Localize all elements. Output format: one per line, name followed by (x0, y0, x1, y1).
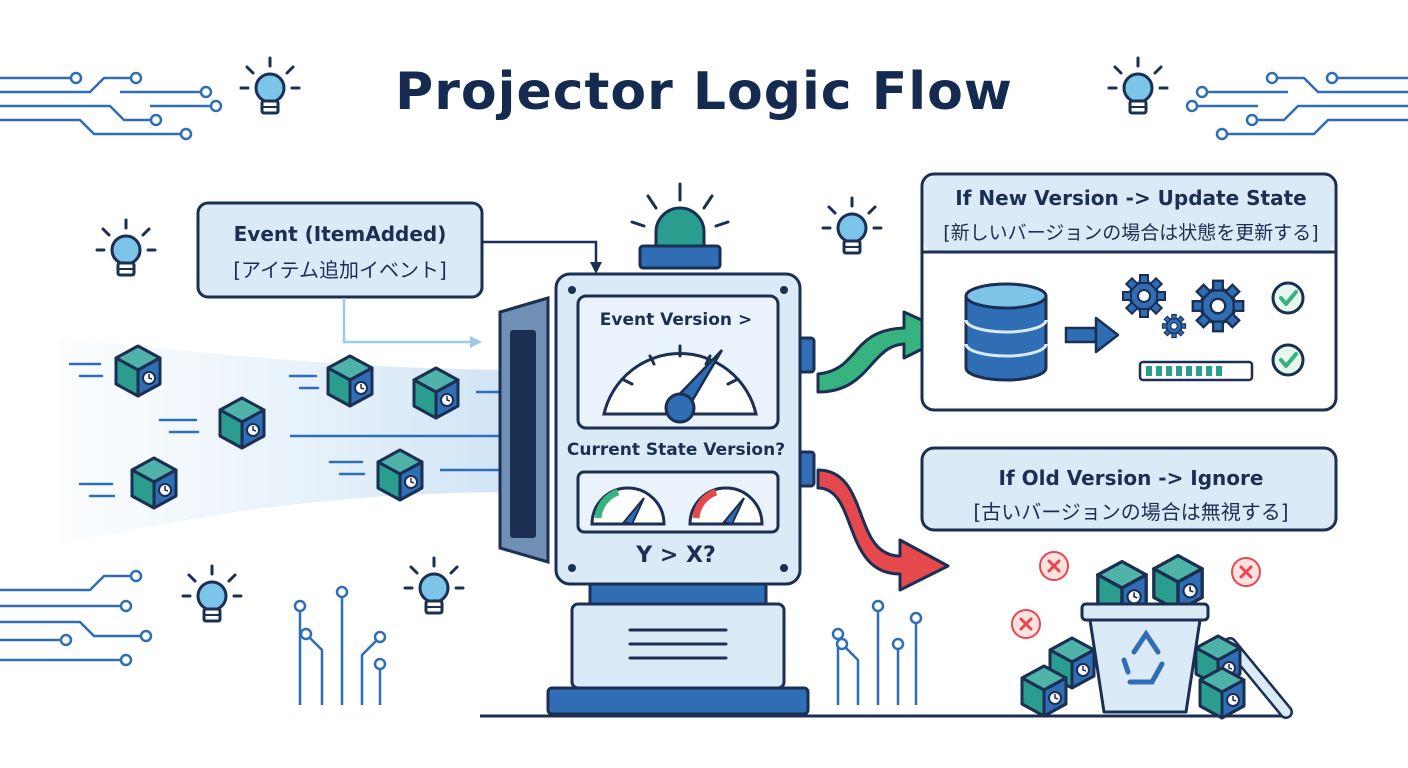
event-connector-head (590, 262, 602, 274)
event-label-ja: [アイテム追加イベント] (233, 258, 447, 282)
new-version-header (924, 176, 1334, 252)
progress-bar (1138, 360, 1254, 382)
cross-icon (1010, 608, 1042, 640)
circuit-icon (1185, 71, 1408, 141)
new-version-title-en: If New Version -> Update State (955, 186, 1307, 210)
event-cube-icon (326, 354, 374, 408)
event-label-box (196, 201, 484, 299)
speed-lines (68, 362, 366, 498)
cross-icon (1230, 556, 1262, 588)
gear-icon (1121, 273, 1167, 319)
old-version-title-ja: [古いバージョンの場合は無視する] (973, 500, 1289, 524)
current-state-label: Current State Version? (566, 440, 786, 460)
comparison-label: Y > X? (636, 543, 716, 568)
event-cube-icon (218, 396, 266, 450)
projector-machine (498, 182, 816, 716)
alarm-light-icon (630, 182, 730, 270)
db-to-gear-arrow (1064, 316, 1120, 354)
check-icon (1271, 281, 1305, 315)
cross-icon (1038, 550, 1070, 582)
gear-icon (1161, 313, 1187, 339)
recycle-bin-icon (1020, 553, 1293, 720)
new-version-title-ja: [新しいバージョンの場合は状態を更新する] (943, 222, 1319, 244)
event-version-label: Event Version > (599, 310, 753, 330)
old-version-panel (920, 446, 1338, 532)
lightbulb-icon (403, 556, 465, 615)
check-icon (1271, 343, 1305, 377)
circuit-icon (293, 585, 923, 705)
circuit-icon (0, 569, 153, 667)
event-connector-light-head (470, 336, 482, 348)
event-cube-icon (130, 456, 178, 510)
database-icon (964, 282, 1048, 382)
ignore-arrow (816, 468, 950, 592)
lightbulb-icon (821, 196, 883, 255)
lightbulb-icon (95, 218, 157, 277)
old-version-title-en: If Old Version -> Ignore (998, 466, 1264, 490)
event-cube-icon (114, 344, 162, 398)
event-cube-icon (376, 448, 424, 502)
circuit-icon (0, 71, 223, 141)
event-label-en: Event (ItemAdded) (233, 222, 447, 246)
event-cube-icon (412, 366, 460, 420)
page-title: Projector Logic Flow (395, 62, 1013, 122)
event-connector-light (342, 298, 472, 344)
lightbulb-icon (181, 564, 243, 623)
event-connector (482, 240, 598, 264)
gear-icon (1190, 278, 1245, 334)
